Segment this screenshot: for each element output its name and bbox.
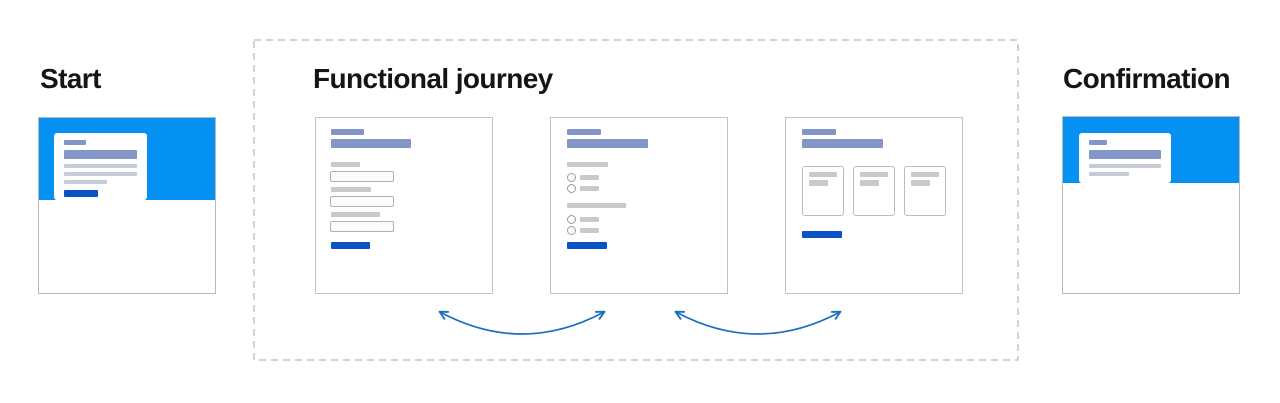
wireframe-tile: [853, 166, 895, 216]
flow-arrow-left-icon: [438, 310, 606, 335]
wireframe-input-field: [330, 171, 394, 182]
wireframe-tag-bar: [802, 129, 836, 135]
wireframe-option-label: [580, 217, 599, 222]
wireframe-tag-bar: [64, 140, 86, 145]
radio-button-icon: [567, 184, 576, 193]
radio-button-icon: [567, 226, 576, 235]
confirmation-screen-thumbnail: [1062, 116, 1240, 294]
wireframe-tile-line: [860, 172, 888, 177]
options-screen-thumbnail: [550, 117, 728, 294]
wireframe-tile-line: [860, 180, 879, 186]
wireframe-button: [331, 242, 370, 249]
wireframe-tile-line: [911, 180, 930, 186]
wireframe-option-label: [580, 228, 599, 233]
radio-button-icon: [567, 173, 576, 182]
functional-journey-dashed-box: [253, 39, 1019, 361]
wireframe-text-line: [64, 172, 137, 176]
start-dialog-card: [54, 133, 147, 200]
wireframe-button: [567, 242, 607, 249]
wireframe-field-label: [331, 162, 360, 167]
wireframe-option-label: [580, 186, 599, 191]
cards-screen-thumbnail: [785, 117, 963, 294]
wireframe-button: [802, 231, 842, 238]
stage-start-title: Start: [40, 63, 101, 94]
wireframe-input-field: [330, 221, 394, 232]
stage-functional-journey-title: Functional journey: [313, 63, 553, 94]
wireframe-title-bar: [1089, 150, 1161, 159]
confirmation-dialog-card: [1079, 133, 1171, 183]
wireframe-tile: [904, 166, 946, 216]
wireframe-tag-bar: [1089, 140, 1107, 145]
wireframe-option-label: [580, 175, 599, 180]
wireframe-input-field: [330, 196, 394, 207]
wireframe-tile-line: [809, 172, 837, 177]
flow-arrow-right-icon: [674, 310, 842, 335]
wireframe-text-line: [1089, 164, 1161, 168]
wireframe-field-label: [331, 212, 380, 217]
start-screen-thumbnail: [38, 117, 216, 294]
wireframe-title-bar: [331, 139, 411, 148]
wireframe-text-line: [64, 180, 107, 184]
wireframe-tile-line: [809, 180, 828, 186]
form-screen-thumbnail: [315, 117, 493, 294]
wireframe-tag-bar: [331, 129, 364, 135]
wireframe-tile: [802, 166, 844, 216]
wireframe-tag-bar: [567, 129, 601, 135]
wireframe-text-line: [64, 164, 137, 168]
wireframe-group-label: [567, 203, 626, 208]
wireframe-tile-line: [911, 172, 939, 177]
wireframe-title-bar: [802, 139, 883, 148]
wireframe-title-bar: [567, 139, 648, 148]
stage-confirmation-title: Confirmation: [1063, 63, 1231, 94]
radio-button-icon: [567, 215, 576, 224]
wireframe-title-bar: [64, 150, 137, 159]
wireframe-group-label: [567, 162, 608, 167]
wireframe-text-line: [1089, 172, 1129, 176]
wireframe-button: [64, 190, 98, 197]
wireframe-field-label: [331, 187, 371, 192]
